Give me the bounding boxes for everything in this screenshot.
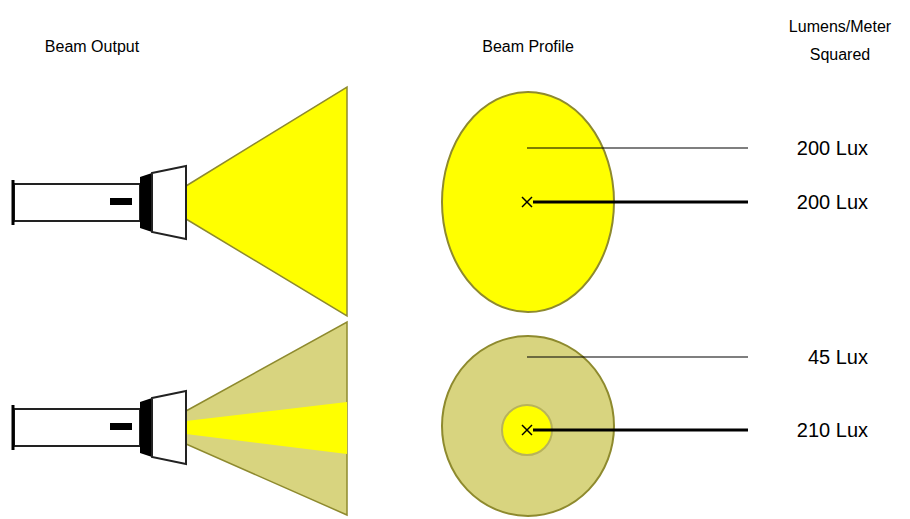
column-heading: Beam Profile — [482, 37, 574, 56]
flashlight-band — [140, 173, 152, 232]
beam-spot-outer — [442, 336, 614, 516]
flashlight-switch — [110, 423, 132, 430]
leader-line — [533, 429, 748, 432]
profile-hotspot — [442, 336, 748, 516]
flashlight-cap — [12, 405, 15, 450]
leader-line — [533, 201, 748, 204]
center-mark — [522, 425, 532, 435]
leader-line — [527, 356, 748, 357]
lux-value: 200 Lux — [797, 136, 868, 160]
beam-cone — [186, 87, 347, 316]
lux-value: 45 Lux — [808, 345, 868, 369]
flashlight-head — [152, 391, 186, 464]
center-mark — [522, 425, 532, 435]
flashlight-cap — [12, 180, 15, 225]
column-heading: Beam Output — [45, 37, 139, 56]
flashlight-even — [13, 87, 347, 316]
column-heading: Lumens/Meter Squared — [776, 13, 904, 69]
beam-cone-outer — [186, 322, 347, 515]
center-mark — [522, 197, 532, 207]
profile-even — [442, 92, 748, 312]
lux-value: 210 Lux — [797, 418, 868, 442]
lux-value: 200 Lux — [797, 190, 868, 214]
center-mark — [522, 197, 532, 207]
flashlight-body — [14, 409, 140, 446]
beam-cone-inner — [186, 402, 347, 454]
leader-line — [527, 147, 748, 148]
flashlight-hotspot — [13, 322, 347, 515]
flashlight-head — [152, 166, 186, 239]
flashlight-band — [140, 398, 152, 457]
flashlight-body — [14, 184, 140, 221]
flashlight-switch — [110, 198, 132, 205]
